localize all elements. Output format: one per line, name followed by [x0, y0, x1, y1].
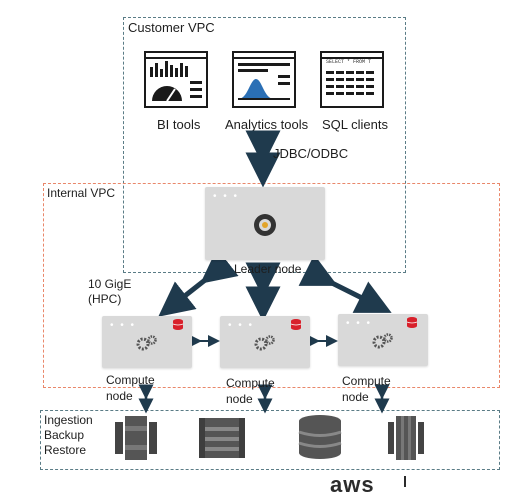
- analytics-tools-icon: [232, 51, 296, 108]
- compute-node-label-line2: node: [226, 392, 253, 406]
- leader-node-label: Leader node: [234, 262, 302, 276]
- compute-node-panel: • • •: [102, 316, 192, 368]
- connection-arrows: [138, 130, 392, 414]
- logo-divider: [404, 476, 406, 487]
- leader-node-icon: [253, 213, 277, 237]
- compute-node-label-line1: Compute: [342, 374, 391, 388]
- backup-label: Backup: [44, 428, 85, 442]
- bi-tools-icon: [144, 51, 208, 108]
- dynamodb-icon: [298, 414, 342, 460]
- compute-node-label-line2: node: [342, 390, 369, 404]
- window-dots: • • •: [110, 320, 137, 331]
- database-icon: [172, 318, 184, 330]
- analytics-tools-label: Analytics tools: [225, 117, 309, 132]
- restore-label: Restore: [44, 443, 87, 457]
- ec2-instance-icon: [388, 416, 424, 460]
- compute-node-label-line1: Compute: [106, 373, 155, 387]
- compute-node-panel: • • •: [338, 314, 428, 366]
- gears-icon: [254, 334, 276, 352]
- compute-node-panel: • • •: [220, 316, 310, 368]
- gears-icon: [136, 334, 158, 352]
- compute-node-label-line2: node: [106, 389, 133, 403]
- ingestion-label: Ingestion: [44, 413, 93, 427]
- customer-vpc-title: Customer VPC: [128, 20, 215, 35]
- sql-snippet: SELECT * FROM T: [326, 59, 372, 65]
- network-label-line1: 10 GigE: [88, 277, 132, 291]
- window-dots: • • •: [213, 191, 240, 202]
- database-icon: [290, 318, 302, 330]
- sql-clients-label: SQL clients: [322, 117, 388, 132]
- internal-vpc-title: Internal VPC: [47, 186, 116, 200]
- jdbc-odbc-label: JDBC/ODBC: [273, 146, 349, 161]
- gears-icon: [372, 332, 394, 350]
- window-dots: • • •: [228, 320, 255, 331]
- compute-node-label-line1: Compute: [226, 376, 275, 390]
- database-icon: [406, 316, 418, 328]
- s3-bucket-icon: [115, 416, 157, 460]
- window-dots: • • •: [346, 318, 373, 329]
- kinesis-icon: [199, 418, 245, 458]
- network-label-line2: (HPC): [88, 292, 122, 306]
- leader-node-panel: • • •: [205, 187, 325, 260]
- aws-logo: aws: [330, 472, 375, 497]
- bi-tools-label: BI tools: [157, 117, 201, 132]
- sql-clients-icon: SELECT * FROM T: [320, 51, 384, 108]
